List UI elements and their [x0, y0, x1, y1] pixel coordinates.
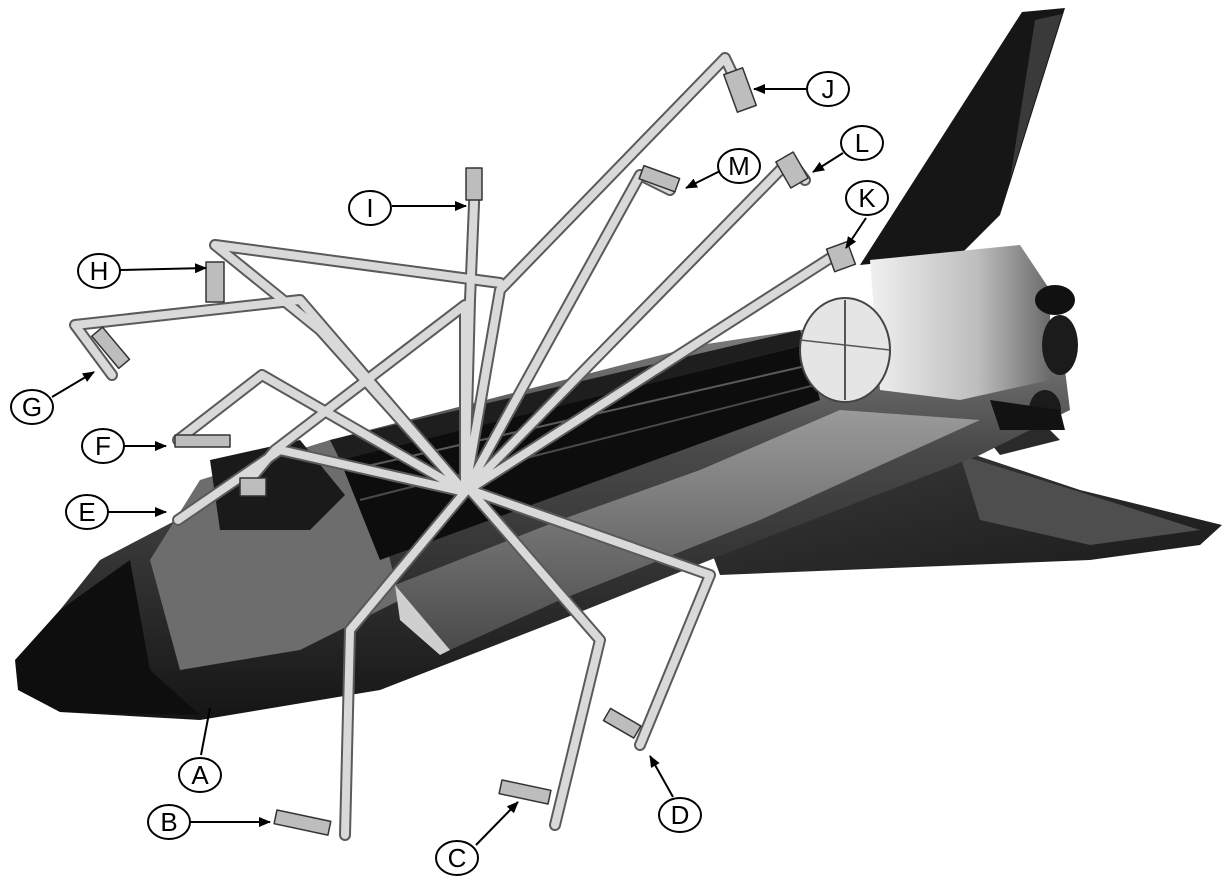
callout-h-text: H	[90, 256, 109, 286]
callout-c: C	[436, 841, 478, 875]
engine-middle	[1042, 315, 1078, 375]
engine-upper	[1035, 285, 1075, 315]
callout-d-text: D	[671, 800, 690, 830]
callout-e: E	[66, 495, 108, 529]
callout-i-text: I	[366, 193, 373, 223]
leader-c	[476, 802, 518, 845]
callout-k: K	[846, 181, 888, 215]
callout-a: A	[179, 758, 221, 792]
callout-g-text: G	[22, 392, 42, 422]
callout-i: I	[349, 191, 391, 225]
callout-j-text: J	[822, 74, 835, 104]
leader-l	[813, 153, 843, 172]
callout-f: F	[82, 429, 124, 463]
leader-m	[686, 171, 720, 188]
callout-b: B	[148, 805, 190, 839]
callout-a-text: A	[191, 760, 209, 790]
callout-m-text: M	[728, 151, 750, 181]
leader-g	[52, 372, 94, 397]
callout-b-text: B	[160, 807, 177, 837]
oms-pod	[870, 245, 1050, 400]
callout-g: G	[11, 390, 53, 424]
leader-k	[846, 218, 866, 248]
callout-e-text: E	[78, 497, 95, 527]
callout-l: L	[841, 126, 883, 160]
callout-d: D	[659, 798, 701, 832]
callout-m: M	[718, 149, 760, 183]
leader-h	[120, 268, 206, 270]
callout-k-text: K	[858, 183, 876, 213]
callout-f-text: F	[95, 431, 111, 461]
callout-c-text: C	[448, 843, 467, 873]
leader-d	[650, 756, 673, 797]
callout-j: J	[807, 72, 849, 106]
callout-l-text: L	[855, 128, 869, 158]
callout-h: H	[78, 254, 120, 288]
orbiter	[15, 8, 1222, 720]
